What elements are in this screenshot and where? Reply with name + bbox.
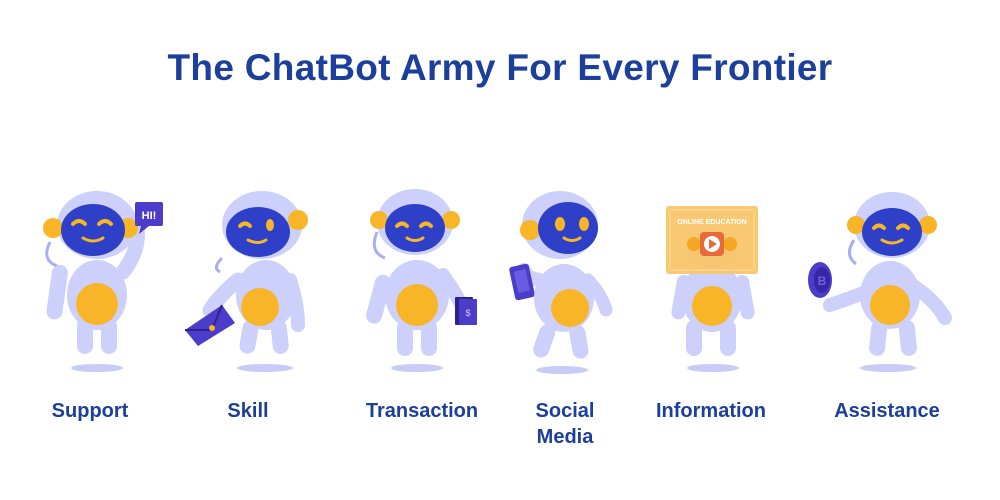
label-skill: Skill bbox=[227, 400, 269, 422]
information-bot: ONLINE EDUCATION bbox=[628, 180, 798, 380]
robot-icon bbox=[509, 191, 613, 374]
cash-icon: $ bbox=[455, 297, 477, 325]
smartphone-icon bbox=[509, 263, 535, 301]
robot-icon: ONLINE EDUCATION bbox=[666, 206, 758, 372]
page-title: The ChatBot Army For Every Frontier bbox=[167, 47, 833, 88]
label-social-media: Social Media bbox=[535, 400, 595, 448]
label-information: Information bbox=[656, 400, 766, 422]
social-media-bot bbox=[480, 180, 650, 380]
skill-bot bbox=[180, 180, 350, 380]
speech-bubble-icon: HI! bbox=[135, 202, 163, 234]
robot-icon: $ bbox=[366, 189, 477, 372]
robot-icon: HI! bbox=[43, 191, 163, 372]
transaction-bot: $ bbox=[335, 180, 505, 380]
coin-icon: B bbox=[808, 262, 832, 298]
robot-icon: B bbox=[808, 192, 952, 372]
speech-bubble-text: HI! bbox=[142, 210, 157, 222]
svg-text:B: B bbox=[818, 274, 827, 288]
svg-text:$: $ bbox=[465, 308, 470, 318]
screen-text: ONLINE EDUCATION bbox=[677, 219, 746, 226]
play-icon bbox=[700, 232, 724, 256]
label-support: Support bbox=[51, 400, 129, 422]
envelope-icon bbox=[185, 304, 235, 346]
assistance-bot: B bbox=[800, 180, 970, 380]
robot-icon bbox=[185, 191, 308, 372]
online-education-screen: ONLINE EDUCATION bbox=[666, 206, 758, 274]
label-transaction: Transaction bbox=[365, 400, 479, 422]
support-bot: HI! bbox=[25, 180, 195, 380]
label-assistance: Assistance bbox=[834, 400, 940, 422]
